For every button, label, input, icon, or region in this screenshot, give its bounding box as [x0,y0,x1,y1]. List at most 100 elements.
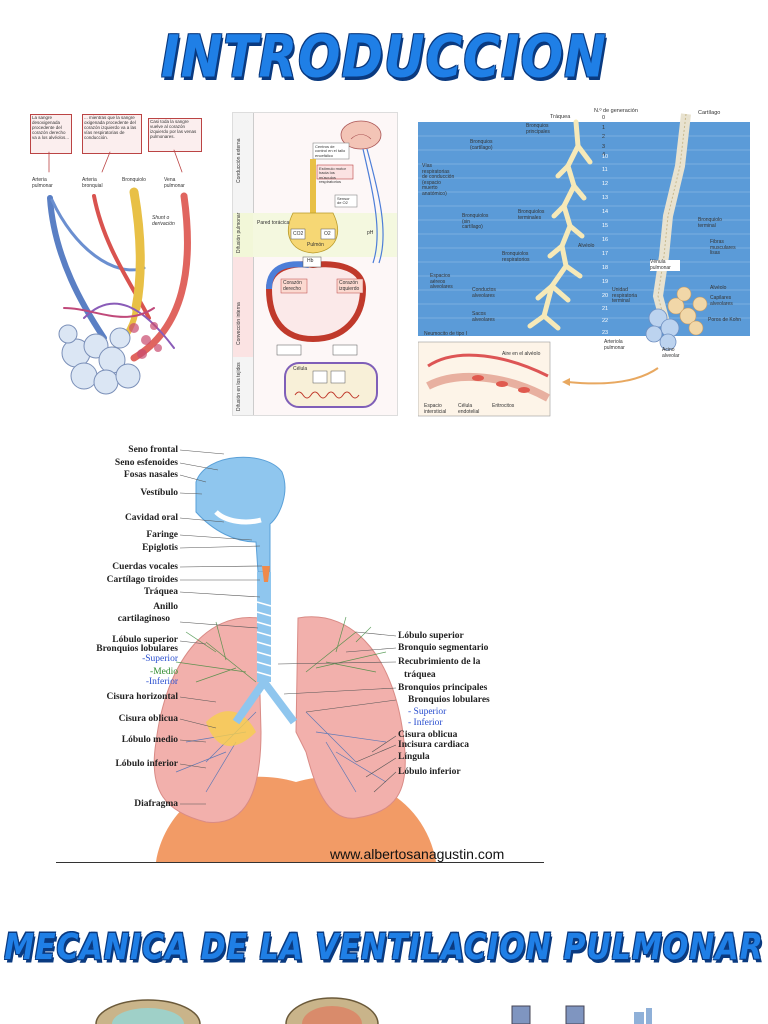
upper-airway [195,456,286,573]
label-cell: Célula [293,366,308,372]
label-alveolar-spaces: Espacios aéreos alveolares [430,273,453,290]
respiratory-anatomy-drawing [153,449,436,862]
generation-number: 10 [602,154,609,160]
label-conducting-airways: Vías respiratorias de conducción (espaci… [422,163,455,197]
label-bronquiolo: Bronquiolo [122,177,146,183]
left-lung [295,616,406,819]
right-label: Bronquio segmentario [398,643,489,653]
label-alveolar-ducts: Conductos alveolares [472,287,496,299]
generation-number: 19 [602,279,609,285]
left-label: Cartílago tiroides [106,575,178,585]
right-label: Incisura cardiaca [398,740,469,750]
label-bronchi-cartilage: Bronquios (cartílago) [470,139,493,151]
left-label: Lóbulo superior [112,635,178,645]
left-label: Fosas nasales [123,470,178,480]
label-o2-sensor: Sensor de O2 [337,196,350,206]
generation-number: 4 [602,152,606,158]
label-left-heart: Corazón izquierdo [339,280,360,292]
label-terminal-unit: Unidad respiratoria terminal [612,287,638,304]
right-label: tráquea [404,670,436,680]
band-convection [233,257,254,357]
generation-number: 1 [602,125,606,131]
intro-title: INTRODUCCION [160,23,607,91]
figure-divider [56,862,544,863]
left-label: Seno frontal [128,445,178,455]
bottom-illustrations [0,984,768,1024]
label-ph: pH [367,230,374,236]
generation-number: 0 [602,115,606,121]
label-erythrocytes: Eritrocitos [492,403,515,409]
return-note: Casi toda la sangre vuelve al corazón iz… [148,118,202,152]
generation-number: 20 [602,293,609,299]
generation-number: 12 [602,181,609,187]
right-label: Lóbulo superior [398,631,464,641]
label-alveolar-capillaries: Capilares alveolares [710,295,733,307]
right-label: Língula [398,752,430,762]
left-label: Cisura horizontal [106,692,178,702]
label-cartilage: Cartílago [698,110,721,116]
label-o2: O2 [324,231,331,237]
generation-number: 18 [602,265,609,271]
left-label: Cuerdas vocales [112,562,178,572]
generation-number: 3 [602,144,606,150]
generation-number: 15 [602,223,609,229]
left-label: -Medio [150,667,178,677]
right-label: Recubrimiento de la [398,657,481,667]
label-hb: Hb [307,258,314,264]
left-label: Diafragma [134,799,178,809]
label-pores-kohn: Poros de Kohn [708,317,742,323]
left-label: Cisura oblicua [118,714,178,724]
bottom-illustrations-drawing [95,997,652,1024]
label-alveolar-sacs: Sacos alveolares [472,311,495,323]
left-label: Faringe [146,530,178,540]
band-tissue [233,357,254,415]
generation-number: 17 [602,251,609,257]
website-credit: www.albertosanagustin.com [330,846,505,862]
label-pneumocyte: Neumocito de tipo I [424,331,468,337]
left-label: Vestíbulo [140,488,178,498]
label-chest-wall: Pared torácica [257,220,290,226]
label-bronchioles-no-cartilage: Bronquiolos (sin cartílago) [462,213,489,230]
left-label: -Inferior [145,677,178,687]
label-arteria-bronquial: Arteria bronquial [82,177,103,189]
left-label: Seno esfenoides [114,458,178,468]
generation-number: 21 [602,306,609,312]
right-label: Bronquios lobulares [408,695,490,705]
label-acinus: Acino alveolar [662,347,680,359]
deoxygenated-note: La sangre desoxigenada procedente del co… [30,114,72,154]
left-label: Tráquea [143,587,178,597]
generation-number: 22 [602,318,609,324]
left-label: Anillo [153,602,178,612]
label-main-bronchi: Bronquios principales [526,123,550,135]
band-external [233,113,254,213]
respiration-overview-drawing [265,120,384,408]
bronchial-circulation-drawing [47,149,191,395]
left-label: Lóbulo inferior [115,759,178,769]
label-pulmonary-venule: Vénula pulmonar [650,259,680,271]
generation-number: 11 [602,167,608,173]
right-label: - Inferior [408,718,443,728]
airway-tree-drawing [418,113,750,417]
generation-number: 16 [602,237,609,243]
label-shunt: Shunt o derivación [152,215,175,227]
label-endothelial: Célula endotelial [458,403,480,415]
oxygenated-note: ... mientras que la sangre oxigenada pro… [82,114,142,154]
left-label: -Superior [142,654,178,664]
left-label: Bronquios lobulares [96,644,178,654]
label-alveolus-detail: Alvéolo [710,285,727,291]
right-label: Lóbulo inferior [398,767,461,777]
label-smooth-muscle: Fibras musculares lisas [710,239,736,256]
mechanics-title: MECANICA DE LA VENTILACION PULMONAR [4,926,764,969]
label-lung: Pulmón [307,242,324,248]
generation-number: 2 [602,134,606,140]
generation-number: 13 [602,195,609,201]
right-label: Bronquios principales [398,683,488,693]
left-label: Lóbulo medio [121,735,178,745]
left-label: Cavidad oral [124,513,178,523]
label-interstitial: Espacio intersticial [424,403,447,415]
label-vena-pulmonar: Vena pulmonar [164,177,185,189]
respiration-overview-figure: Conducción externa Difusión pulmonar Con… [232,112,398,416]
label-terminal-bronchioles: Bronquiolos terminales [518,209,545,221]
